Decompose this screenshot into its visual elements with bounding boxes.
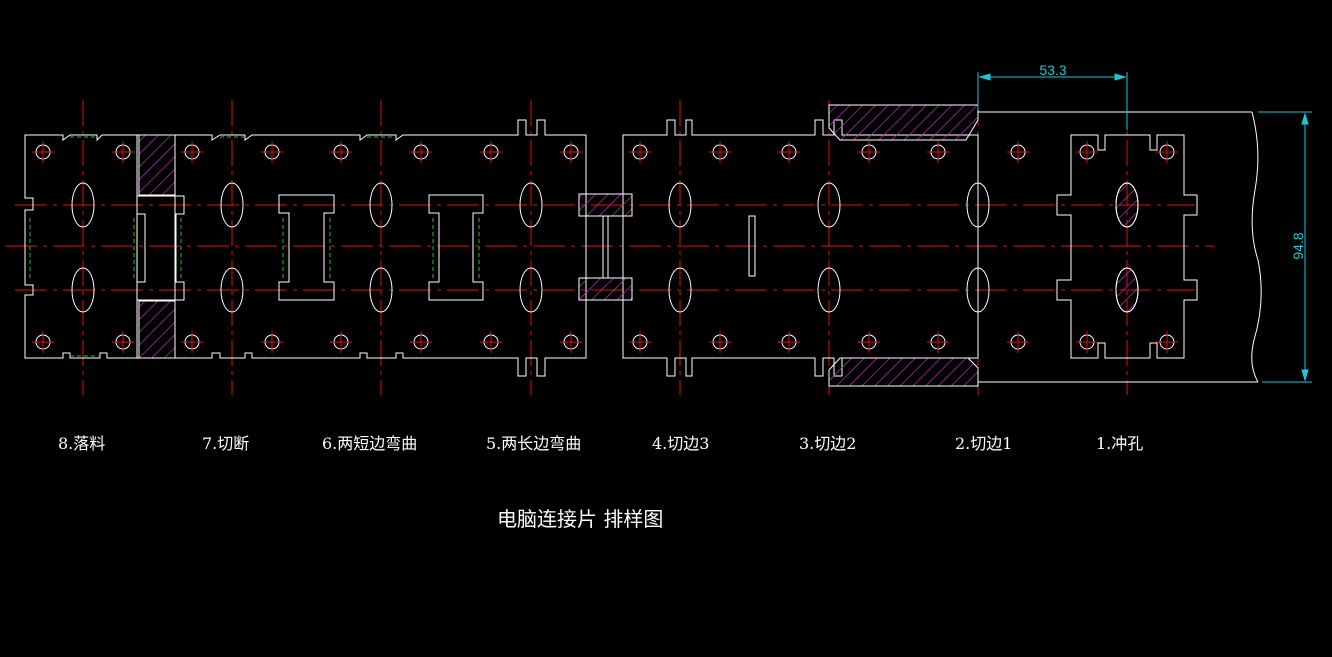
oval-hole	[220, 267, 244, 313]
oval-hole	[817, 182, 841, 228]
vertical-centerlines	[82, 100, 1128, 395]
dimension-width-label: 94.8	[1290, 232, 1306, 259]
station-label-4: 4.切边3	[652, 434, 710, 453]
station-label-8: 8.落料	[58, 434, 106, 453]
station-label-6: 6.两短边弯曲	[322, 434, 418, 453]
strip-middle-section	[622, 119, 979, 377]
strip-left-section	[24, 119, 587, 377]
strip-carrier	[978, 111, 1258, 383]
station-label-5: 5.两长边弯曲	[486, 434, 582, 453]
dimension-width	[1258, 111, 1312, 383]
oval-hole	[519, 182, 543, 228]
oval-hole	[71, 267, 95, 313]
strip-outline	[24, 111, 1262, 383]
oval-hole	[220, 182, 244, 228]
oval-hole	[668, 182, 692, 228]
station-label-2: 2.切边1	[955, 434, 1013, 453]
oval-hole	[966, 182, 990, 228]
strip-break-line	[1251, 111, 1262, 383]
station1-outline	[1056, 134, 1198, 359]
oval-hole	[369, 182, 393, 228]
station-label-3: 3.切边2	[799, 434, 857, 453]
station-label-7: 7.切断	[202, 434, 250, 453]
oval-hole	[966, 267, 990, 313]
hatched-cut-areas	[138, 104, 1139, 387]
oval-hole	[369, 267, 393, 313]
oval-hole	[71, 182, 95, 228]
dimension-pitch	[977, 72, 1128, 130]
dimension-pitch-label: 53.3	[1039, 62, 1066, 78]
oval-hole	[1115, 182, 1139, 228]
drawing-title: 电脑连接片 排样图	[497, 507, 664, 531]
horizontal-centerlines	[5, 204, 1215, 291]
station-label-1: 1.冲孔	[1096, 434, 1144, 453]
bend-lines	[29, 136, 480, 357]
oval-hole	[668, 267, 692, 313]
oval-hole	[519, 267, 543, 313]
oval-hole	[817, 267, 841, 313]
pierced-holes	[32, 141, 1178, 353]
oval-hole	[1115, 267, 1139, 313]
